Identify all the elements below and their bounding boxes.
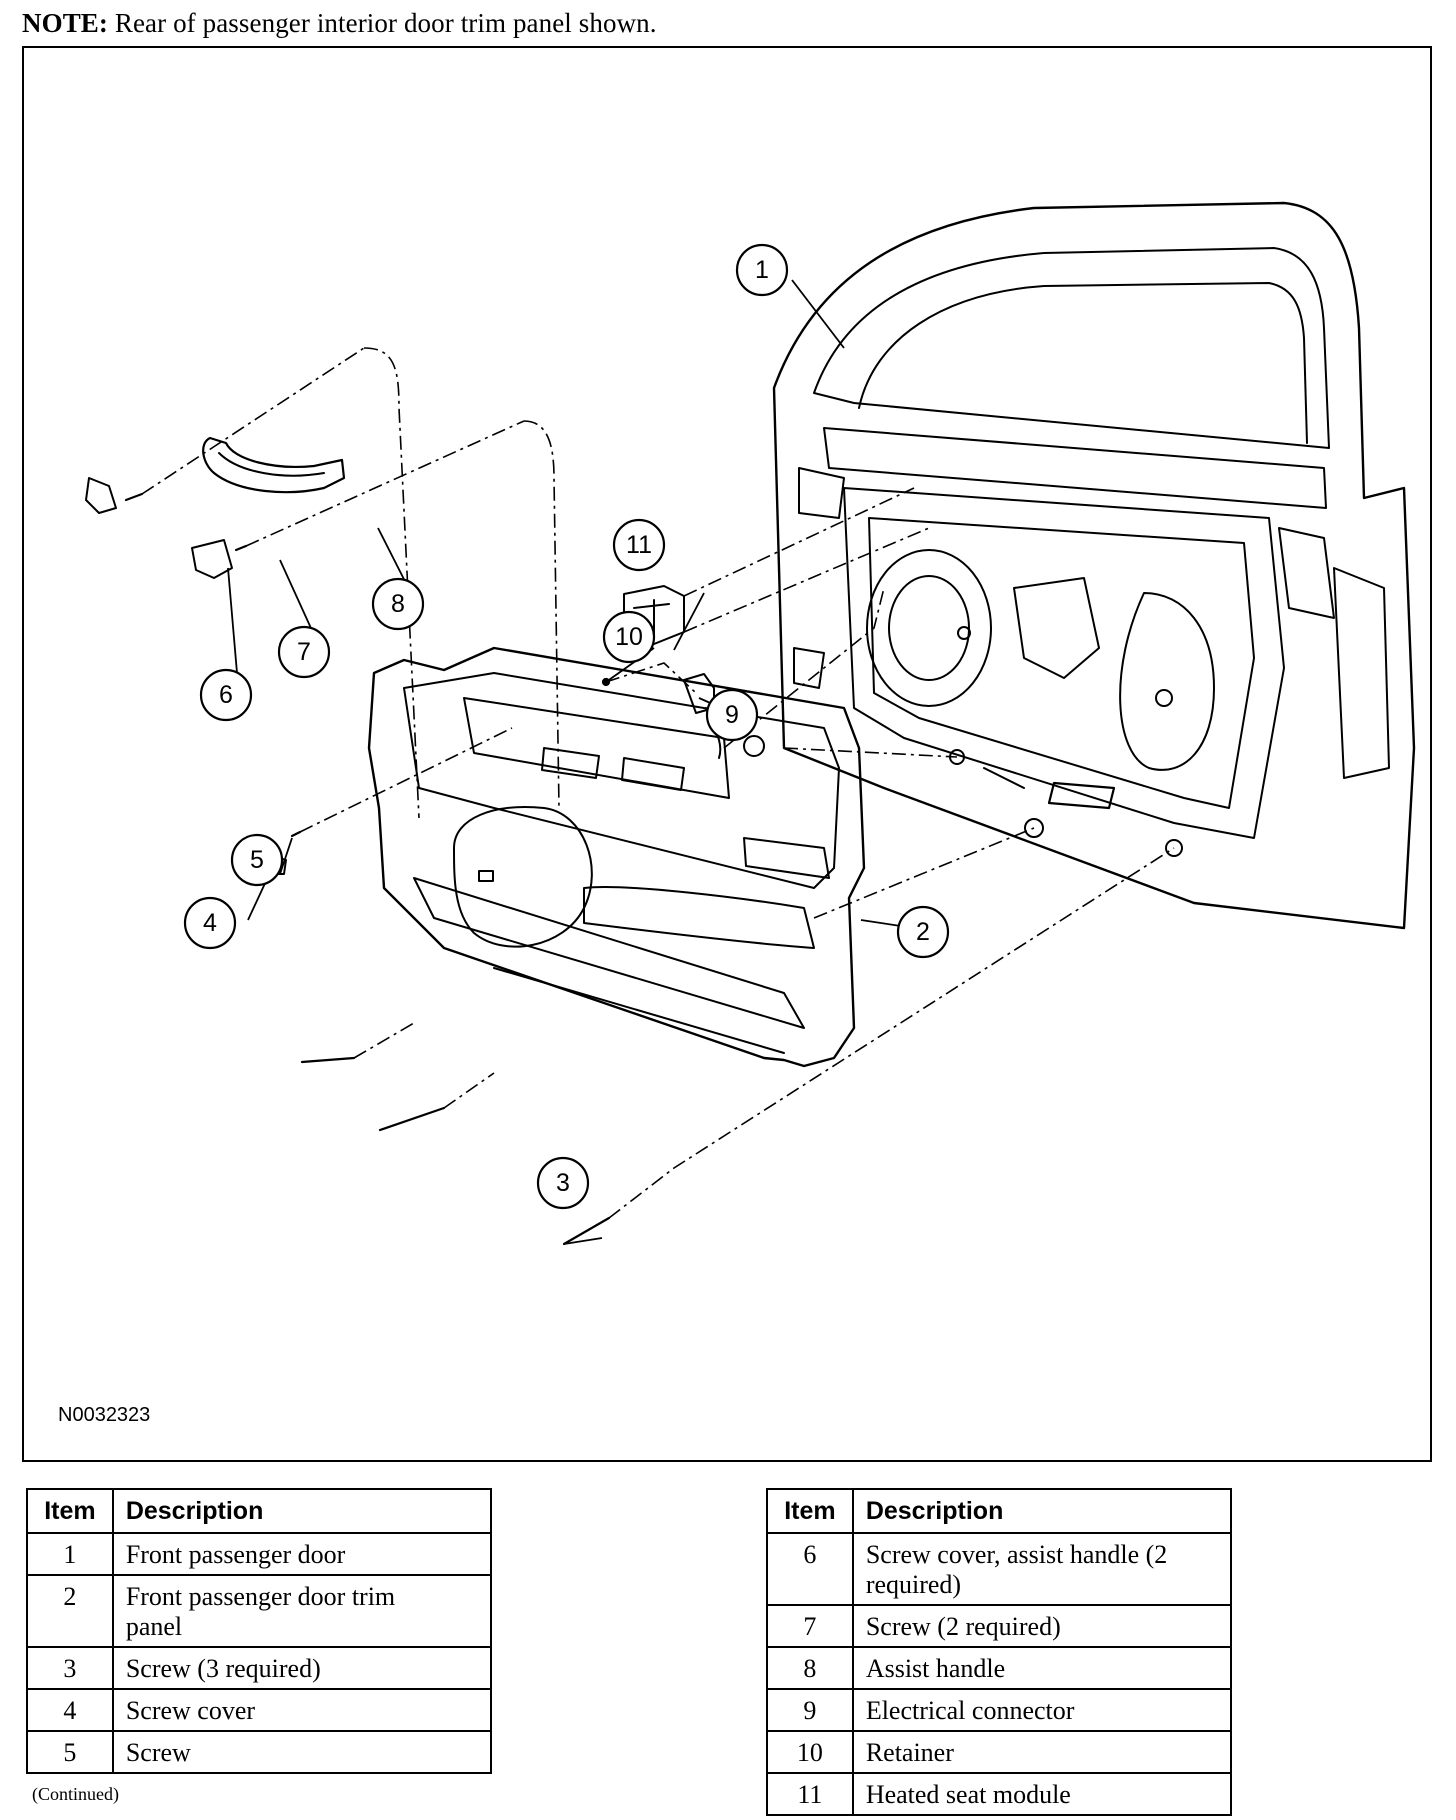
item-description: Screw — [111, 1730, 493, 1774]
item-description: Screw (3 required) — [111, 1646, 493, 1690]
svg-text:2: 2 — [916, 918, 930, 946]
item-description: Assist handle — [851, 1646, 1233, 1690]
callout-6: 6 — [199, 668, 253, 722]
item-description: Screw (2 required) — [851, 1604, 1233, 1648]
svg-text:9: 9 — [725, 701, 739, 729]
item-description: Retainer — [851, 1730, 1233, 1774]
svg-text:1: 1 — [755, 256, 769, 284]
table-header-row: Item Description — [26, 1488, 493, 1534]
header-description: Description — [851, 1488, 1233, 1534]
screws-drawing — [124, 492, 611, 1246]
screw-cover-drawing-upper — [85, 477, 117, 514]
table-header-row: Item Description — [766, 1488, 1233, 1534]
svg-text:4: 4 — [203, 909, 217, 937]
item-description: Screw cover, assist handle (2 required) — [851, 1532, 1233, 1606]
item-number: 5 — [26, 1730, 114, 1774]
note-text: Rear of passenger interior door trim pan… — [108, 8, 657, 38]
door-trim-exploded-view: 1 2 3 4 5 6 7 8 9 10 11 — [85, 201, 1416, 1246]
item-number: 9 — [766, 1688, 854, 1732]
item-description: Heated seat module — [851, 1772, 1233, 1816]
callout-leaders — [227, 279, 915, 1245]
note-label: NOTE: — [22, 8, 109, 38]
header-description: Description — [111, 1488, 493, 1534]
item-number: 11 — [766, 1772, 854, 1816]
item-number: 3 — [26, 1646, 114, 1690]
svg-text:11: 11 — [626, 531, 652, 559]
item-description: Screw cover — [111, 1688, 493, 1732]
figure-id: N0032323 — [58, 1404, 151, 1426]
front-passenger-door-drawing — [772, 201, 1416, 930]
callout-4: 4 — [183, 896, 237, 950]
callout-3: 3 — [536, 1156, 590, 1210]
exploded-diagram-frame: 1 2 3 4 5 6 7 8 9 10 11 N0032323 — [22, 46, 1432, 1462]
item-number: 2 — [26, 1574, 114, 1648]
door-trim-panel-drawing — [367, 646, 866, 1068]
callout-8: 8 — [371, 577, 425, 631]
assist-handle-drawing — [202, 436, 346, 494]
svg-text:3: 3 — [556, 1169, 570, 1197]
callout-11: 11 — [612, 518, 666, 572]
note: NOTE: Rear of passenger interior door tr… — [22, 8, 657, 39]
alignment-lines — [141, 347, 1175, 1219]
item-number: 6 — [766, 1532, 854, 1606]
callout-5: 5 — [230, 833, 284, 887]
screw-cover-drawing-6 — [191, 539, 233, 579]
item-number: 1 — [26, 1532, 114, 1576]
item-number: 4 — [26, 1688, 114, 1732]
header-item: Item — [26, 1488, 114, 1534]
header-item: Item — [766, 1488, 854, 1534]
item-description: Front passenger door — [111, 1532, 493, 1576]
item-description: Electrical connector — [851, 1688, 1233, 1732]
callout-2: 2 — [896, 905, 950, 959]
item-number: 8 — [766, 1646, 854, 1690]
callout-1: 1 — [735, 243, 789, 297]
svg-text:7: 7 — [297, 638, 311, 666]
item-description: Front passenger door trim panel — [111, 1574, 493, 1648]
svg-text:8: 8 — [391, 590, 405, 618]
callout-9: 9 — [705, 688, 759, 742]
svg-text:10: 10 — [615, 623, 643, 651]
continued-note: (Continued) — [32, 1784, 119, 1804]
callout-10: 10 — [602, 610, 656, 664]
callout-7: 7 — [277, 625, 331, 679]
svg-text:5: 5 — [250, 846, 264, 874]
svg-text:6: 6 — [219, 681, 233, 709]
item-number: 7 — [766, 1604, 854, 1648]
item-number: 10 — [766, 1730, 854, 1774]
